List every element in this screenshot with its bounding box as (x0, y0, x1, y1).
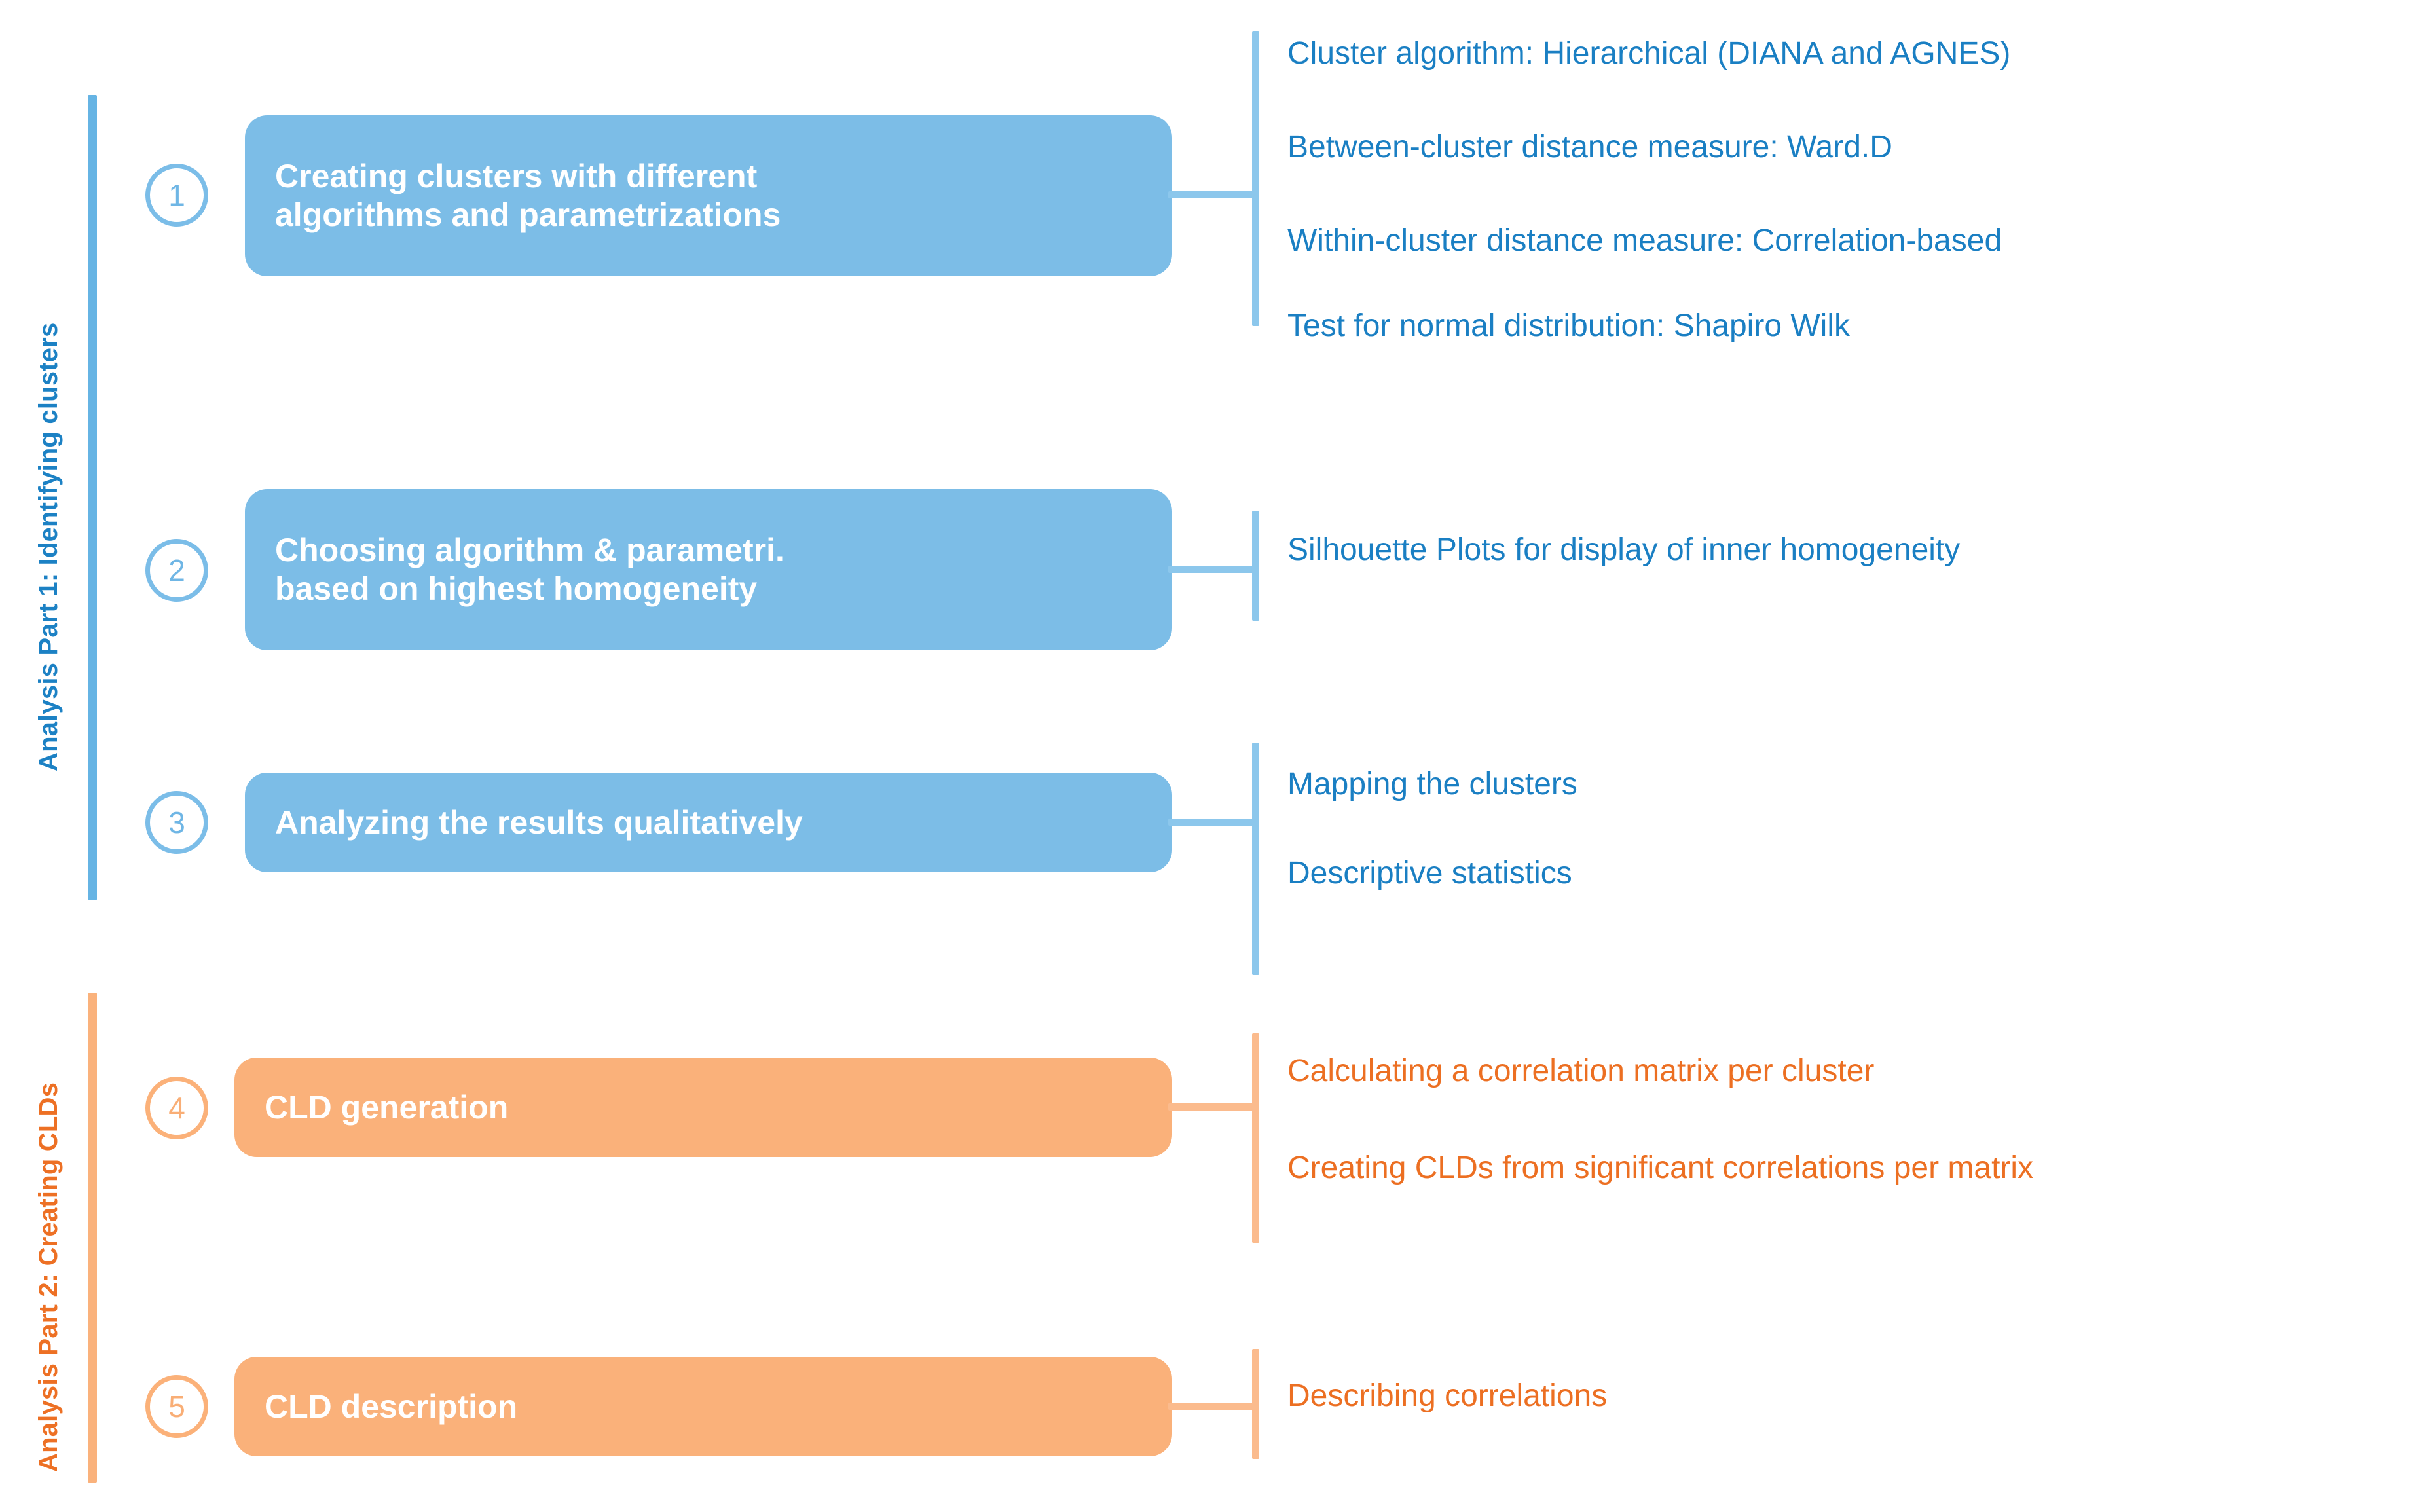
step-5-detail-1: Describing correlations (1287, 1378, 1608, 1413)
connector-stub-5 (1168, 1403, 1255, 1410)
connector-stub-1 (1168, 191, 1255, 198)
step-box-4[interactable]: CLD generation (234, 1058, 1172, 1157)
connector-vertical-5 (1252, 1349, 1259, 1459)
step-3-title-line1: Analyzing the results qualitatively (275, 803, 803, 841)
step-number-4: 4 (145, 1077, 208, 1139)
step-box-5[interactable]: CLD description (234, 1357, 1172, 1456)
step-number-2: 2 (145, 539, 208, 602)
step-3-detail-1: Mapping the clusters (1287, 767, 1577, 802)
step-box-1[interactable]: Creating clusters with different algorit… (245, 115, 1172, 276)
step-3-detail-2: Descriptive statistics (1287, 856, 1572, 891)
step-4-detail-1: Calculating a correlation matrix per clu… (1287, 1054, 1875, 1088)
step-1-detail-2: Between-cluster distance measure: Ward.D (1287, 130, 1892, 164)
step-box-3[interactable]: Analyzing the results qualitatively (245, 773, 1172, 872)
connector-vertical-2 (1252, 511, 1259, 621)
step-2-title-line1: Choosing algorithm & parametri. (275, 532, 784, 568)
step-box-2[interactable]: Choosing algorithm & parametri. based on… (245, 489, 1172, 650)
connector-vertical-3 (1252, 743, 1259, 975)
connector-stub-4 (1168, 1103, 1255, 1111)
step-1-detail-3: Within-cluster distance measure: Correla… (1287, 223, 2002, 258)
step-1-title-line1: Creating clusters with different (275, 158, 758, 194)
step-1-title-line2: algorithms and parametrizations (275, 196, 781, 233)
step-4-detail-2: Creating CLDs from significant correlati… (1287, 1151, 2034, 1185)
connector-vertical-4 (1252, 1033, 1259, 1243)
section-bracket-part2 (88, 993, 97, 1483)
step-1-detail-4: Test for normal distribution: Shapiro Wi… (1287, 308, 1850, 343)
connector-stub-3 (1168, 819, 1255, 826)
connector-stub-2 (1168, 566, 1255, 573)
step-number-1: 1 (145, 164, 208, 227)
step-2-detail-1: Silhouette Plots for display of inner ho… (1287, 532, 1961, 567)
step-number-5: 5 (145, 1375, 208, 1438)
section-bracket-part1 (88, 95, 97, 900)
step-number-3: 3 (145, 791, 208, 854)
step-4-title-line1: CLD generation (265, 1088, 509, 1126)
connector-vertical-1 (1252, 31, 1259, 326)
section-label-part2: Analysis Part 2: Creating CLDs (34, 1082, 63, 1472)
step-1-detail-1: Cluster algorithm: Hierarchical (DIANA a… (1287, 36, 2011, 71)
section-label-part1: Analysis Part 1: Identifying clusters (34, 322, 63, 771)
step-5-title-line1: CLD description (265, 1388, 518, 1425)
step-2-title-line2: based on highest homogeneity (275, 570, 758, 607)
